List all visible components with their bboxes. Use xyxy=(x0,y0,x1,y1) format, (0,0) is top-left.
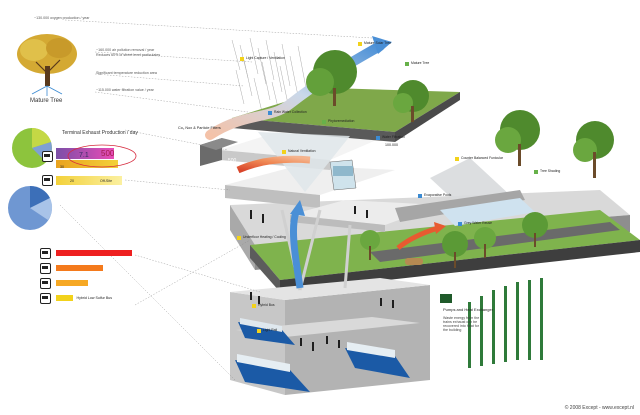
hybrid-bus xyxy=(329,159,357,191)
label-funicular: Counter Balanced Funicular xyxy=(455,156,503,162)
label-light-capture: Light Capture / Ventilation xyxy=(240,56,285,62)
exhaust-train-value: 20 xyxy=(70,179,74,183)
people-silhouettes xyxy=(250,206,394,351)
label-underfloor-heating: Underfloor Heating / Cooling xyxy=(237,235,286,241)
heat-exchanger-pipes xyxy=(440,278,543,368)
tree-note-oxygen: ~130.000 oxygen production / year xyxy=(34,16,90,20)
tree-note-pollution: ~160.000 air pollution removal / year xyxy=(96,48,155,52)
car-icon xyxy=(405,258,423,265)
heat-exchanger-desc: Waste energy from the trains exhaust can… xyxy=(443,316,480,333)
train-icon xyxy=(42,175,53,186)
tree-icon xyxy=(306,50,614,268)
label-rain-water: Rain Water Collection xyxy=(268,110,307,116)
fuel-bar xyxy=(56,265,104,271)
exhaust-value-500: 500 xyxy=(101,149,115,158)
label-mature-tree: Mature Tree xyxy=(405,61,429,67)
label-solar-tree: Mature Solar Tree xyxy=(358,41,391,47)
bus-icon xyxy=(42,151,53,162)
exhaust-bar-train xyxy=(56,176,122,185)
label-evaporative-pools: Evaporative Pools xyxy=(418,193,451,199)
tree-note-water: ~115.000 water filtration value / year xyxy=(96,88,154,92)
mature-tree-icon xyxy=(17,34,77,96)
copyright-footer: © 2008 Except - www.except.nl xyxy=(564,405,634,411)
exhaust-bus-value: 30 xyxy=(60,165,64,169)
co2-filter-label: Co₂ Nox & Particle Filters xyxy=(178,126,221,130)
tree-note-temperature: Significant temperature reduction area xyxy=(96,71,157,75)
heat-exchanger-title: Pumps and Heat Exchanger xyxy=(443,307,494,312)
flow-value-100000: 100.000 xyxy=(385,143,398,147)
mature-tree-caption: Mature Tree xyxy=(30,98,63,104)
fuel-bar xyxy=(56,280,88,286)
tree-note-particulates: Reduces 60% of street level particulates xyxy=(96,53,161,57)
flow-value-500: 500 xyxy=(228,158,237,164)
offsite-label: Off-Site xyxy=(100,179,113,183)
exhaust-value-7-1: 7.1 xyxy=(79,152,89,159)
label-grey-water: Grey Water Reuse xyxy=(458,221,492,227)
fuel-bar xyxy=(56,295,74,301)
label-hybrid-bus: Hybrid Bus xyxy=(252,303,275,309)
label-natural-ventilation: Natural Ventilation xyxy=(282,149,316,155)
fuel-bar xyxy=(56,250,132,256)
label-tree-shading: Tree Shading xyxy=(534,169,560,175)
label-phytoremediation: Phytoremediation xyxy=(322,119,354,125)
vehicle-icon xyxy=(40,248,51,259)
rain-icon xyxy=(231,37,307,117)
vehicle-icon xyxy=(40,263,51,274)
terminal-exhaust-title: Terminal Exhaust Production / day xyxy=(62,130,138,136)
vehicle-icon xyxy=(40,293,51,304)
exhaust-bar-bus-offsite xyxy=(56,160,118,168)
fuel-bar-label: Hybrid Low Sulfur Bus xyxy=(76,296,113,300)
label-water-filtration: Water Filtration xyxy=(376,135,405,141)
exhaust-bar-bus xyxy=(56,148,114,159)
exhaust-highlight-ring xyxy=(67,144,137,168)
label-light-rail: Light Rail xyxy=(257,328,277,334)
vehicle-icon xyxy=(40,278,51,289)
light-rail-train xyxy=(235,318,410,392)
